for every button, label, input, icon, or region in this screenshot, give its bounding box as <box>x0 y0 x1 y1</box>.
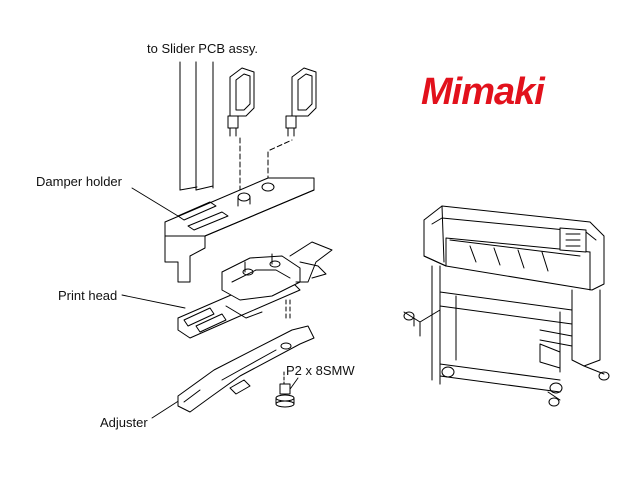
printer-illustration <box>403 205 610 407</box>
damper-assembly-left <box>227 67 255 201</box>
damper-holder-part <box>164 177 315 283</box>
label-screw: P2 x 8SMW <box>286 363 355 378</box>
mimaki-logo-text: Mimaki <box>421 71 546 110</box>
leader-lines <box>121 187 299 419</box>
flat-cables <box>179 61 214 191</box>
mimaki-logo: Mimaki <box>421 71 547 110</box>
damper-assembly-right <box>267 67 317 186</box>
print-head-part <box>177 241 333 339</box>
label-print-head: Print head <box>58 288 118 303</box>
label-adjuster: Adjuster <box>100 415 148 430</box>
label-damper-holder: Damper holder <box>36 174 122 189</box>
label-slider-pcb: to Slider PCB assy. <box>147 41 259 56</box>
